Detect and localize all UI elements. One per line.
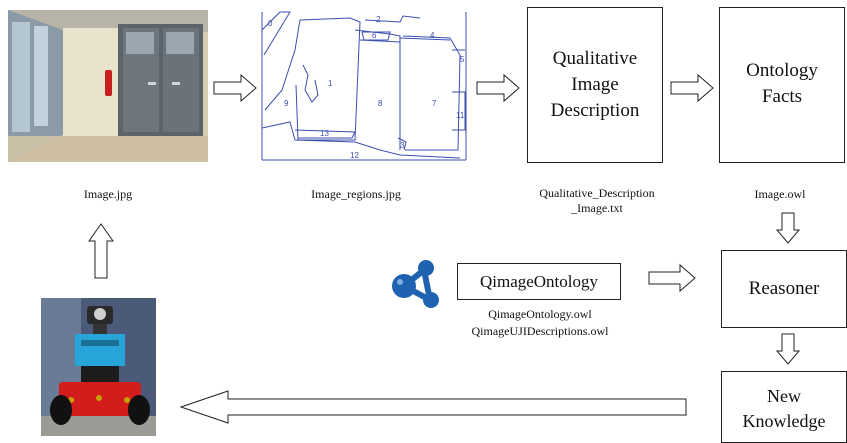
arrow-down-2 [775,333,801,365]
qualitative-line-2: Image [571,74,619,95]
qimage-ontology-label: QimageOntology [479,271,599,291]
reasoner-label: Reasoner [748,278,820,299]
knowledge-line-1: New [766,386,801,406]
caption-image-owl: Image.owl [754,187,806,201]
arrow-up-1 [88,223,114,279]
arrow-right-1 [213,73,257,103]
region-label: 7 [432,99,437,108]
robot-photo [41,298,156,436]
arrow-right-2 [476,73,520,103]
caption-ontology-file-2: QimageUJIDescriptions.owl [471,324,609,338]
region-label: 13 [320,129,329,138]
caption-regions-jpg: Image_regions.jpg [311,187,401,201]
reasoner-box: Reasoner [721,250,847,328]
caption-qualitative-txt: Qualitative_Description _Image.txt [515,186,679,216]
caption-ontology-file-1: QimageOntology.owl [488,307,592,321]
caption-ontology-files: QimageOntology.owl QimageUJIDescriptions… [440,307,640,339]
caption-qualitative-line-2: _Image.txt [571,201,623,215]
ontology-line-1: Ontology [746,60,818,81]
regions-image: 0 2 6 4 5 1 9 8 7 11 13 3 12 [260,10,468,162]
ontology-logo-icon [392,260,439,308]
region-label: 5 [460,55,465,64]
caption-qualitative-line-1: Qualitative_Description [539,186,655,200]
region-label: 9 [284,99,289,108]
ontology-facts-box: Ontology Facts [719,7,845,163]
arrow-down-1 [775,212,801,244]
knowledge-line-2: Knowledge [742,411,826,431]
ontology-line-2: Facts [761,86,803,107]
qimage-ontology-box: QimageOntology [457,263,621,300]
region-label: 6 [372,31,377,40]
arrow-left-long [179,390,687,424]
region-label: 8 [378,99,383,108]
qualitative-line-3: Description [550,100,640,121]
region-label: 2 [376,15,381,24]
arrow-right-3 [670,73,714,103]
region-label: 4 [430,31,435,40]
region-label: 1 [328,79,333,88]
qualitative-description-box: Qualitative Image Description [527,7,663,163]
caption-image-jpg: Image.jpg [83,187,133,201]
qualitative-line-1: Qualitative [552,48,638,69]
new-knowledge-box: New Knowledge [721,371,847,443]
region-label: 11 [456,111,465,120]
region-label: 12 [350,151,359,160]
region-label: 3 [400,141,405,150]
corridor-photo [8,10,208,162]
region-label: 0 [268,19,273,28]
arrow-right-4 [648,263,696,293]
